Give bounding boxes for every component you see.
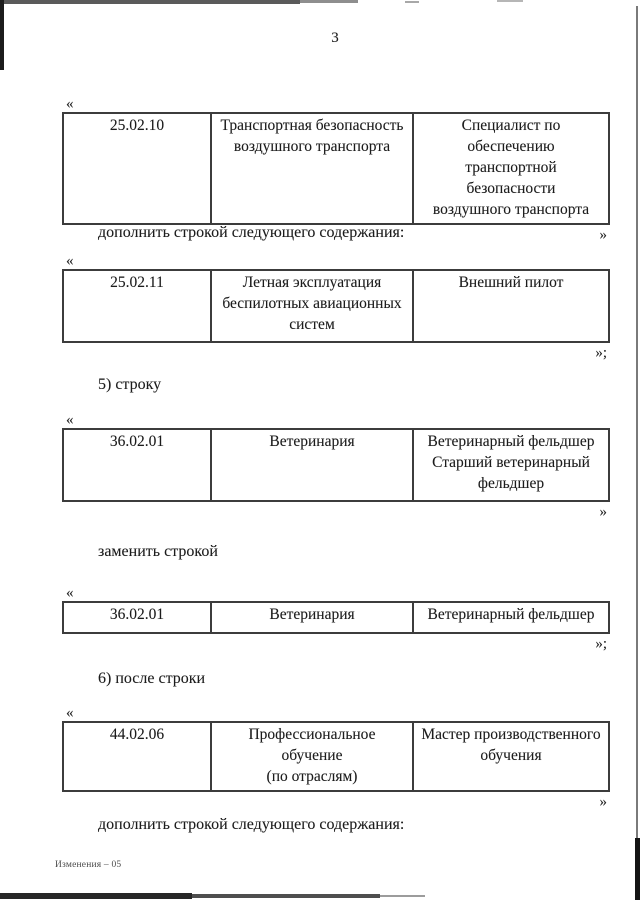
quoted-table-section: « 25.02.11 Летная эксплуатация беспилотн… <box>62 253 610 361</box>
quote-close-mark: » <box>599 227 608 243</box>
scan-edge-left <box>0 0 4 70</box>
body-paragraph: дополнить строкой следующего содержания: <box>98 224 405 241</box>
quoted-table-section: « 36.02.01 Ветеринария Ветеринарный фель… <box>62 585 610 652</box>
specialty-table: 36.02.01 Ветеринария Ветеринарный фельдш… <box>62 428 610 502</box>
scan-edge-top <box>405 1 419 3</box>
code-cell: 25.02.11 <box>62 269 212 343</box>
table-row: 36.02.01 Ветеринария Ветеринарный фельдш… <box>62 601 610 634</box>
quote-open-mark: « <box>66 253 74 269</box>
specialty-table: 44.02.06 Профессиональное обучение (по о… <box>62 721 610 792</box>
quote-open-mark: « <box>66 96 74 112</box>
qualification-cell: Специалист по обеспечению транспортной б… <box>412 112 610 225</box>
quoted-table-section: « 25.02.10 Транспортная безопасность воз… <box>62 96 610 243</box>
page-number: 3 <box>331 30 339 46</box>
code-cell: 36.02.01 <box>62 601 212 634</box>
quote-close-mark: » <box>599 794 608 810</box>
body-paragraph: заменить строкой <box>98 543 218 560</box>
quote-open-mark: « <box>66 585 74 601</box>
quote-close-mark: »; <box>595 345 607 361</box>
table-row: 36.02.01 Ветеринария Ветеринарный фельдш… <box>62 428 610 502</box>
specialty-table: 36.02.01 Ветеринария Ветеринарный фельдш… <box>62 601 610 634</box>
qualification-cell: Ветеринарный фельдшер Старший ветеринарн… <box>412 428 610 502</box>
specialty-cell: Транспортная безопасность воздушного тра… <box>210 112 414 225</box>
scan-edge-top <box>300 0 358 3</box>
table-row: 25.02.11 Летная эксплуатация беспилотных… <box>62 269 610 343</box>
code-cell: 36.02.01 <box>62 428 212 502</box>
specialty-cell: Ветеринария <box>210 601 414 634</box>
table-row: 44.02.06 Профессиональное обучение (по о… <box>62 721 610 792</box>
body-paragraph: 5) строку <box>98 376 162 393</box>
scan-edge-top <box>497 0 523 2</box>
footer-note: Изменения – 05 <box>55 860 122 870</box>
specialty-cell: Профессиональное обучение (по отраслям) <box>210 721 414 792</box>
qualification-cell: Мастер производственного обучения <box>412 721 610 792</box>
quoted-table-section: « 44.02.06 Профессиональное обучение (по… <box>62 705 610 810</box>
code-cell: 44.02.06 <box>62 721 212 792</box>
table-row: 25.02.10 Транспортная безопасность возду… <box>62 112 610 225</box>
quote-open-mark: « <box>66 412 74 428</box>
body-paragraph: 6) после строки <box>98 670 206 687</box>
quoted-table-section: « 36.02.01 Ветеринария Ветеринарный фель… <box>62 412 610 520</box>
scan-edge-bottom <box>380 895 425 897</box>
qualification-cell: Ветеринарный фельдшер <box>412 601 610 634</box>
body-paragraph: дополнить строкой следующего содержания: <box>98 816 405 833</box>
scan-edge-bottom <box>0 893 192 899</box>
specialty-cell: Ветеринария <box>210 428 414 502</box>
specialty-table: 25.02.11 Летная эксплуатация беспилотных… <box>62 269 610 343</box>
quote-open-mark: « <box>66 705 74 721</box>
specialty-table: 25.02.10 Транспортная безопасность возду… <box>62 112 610 225</box>
scan-edge-top <box>0 0 300 4</box>
quote-close-mark: » <box>599 504 608 520</box>
scan-edge-right <box>636 6 638 840</box>
code-cell: 25.02.10 <box>62 112 212 225</box>
qualification-cell: Внешний пилот <box>412 269 610 343</box>
scan-edge-bottom <box>192 894 380 898</box>
specialty-cell: Летная эксплуатация беспилотных авиацион… <box>210 269 414 343</box>
scan-edge-right <box>635 838 640 900</box>
quote-close-mark: »; <box>595 636 607 652</box>
